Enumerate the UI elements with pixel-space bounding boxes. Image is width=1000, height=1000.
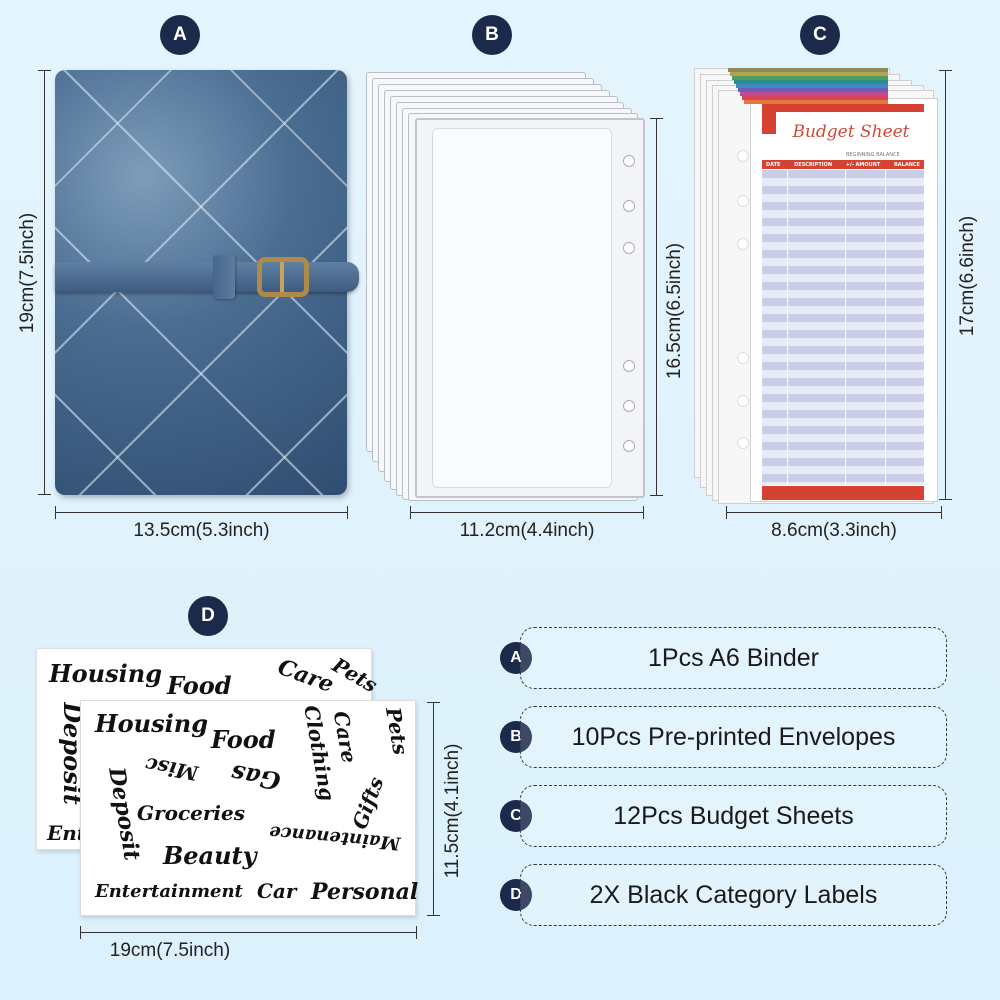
colored-tab-strip (740, 92, 888, 96)
colored-tab-strip (738, 88, 888, 92)
width-label-c: 8.6cm(3.3inch) (771, 520, 897, 541)
colored-tab-strip (732, 76, 888, 80)
budget-sheet-red-footer (762, 486, 924, 500)
label-word: Car (257, 879, 297, 903)
label-word: Maintenance (268, 821, 402, 854)
envelope-hole (623, 155, 635, 167)
label-word: Food (211, 725, 276, 754)
label-word: Food (167, 671, 232, 700)
envelope-hole (623, 200, 635, 212)
budget-sheet-column-header: DATE DESCRIPTION +/- AMOUNT BALANCE (762, 160, 924, 169)
label-word: Beauty (163, 841, 257, 870)
binder-buckle-pin (280, 262, 284, 292)
width-dimension-line-d (80, 926, 417, 939)
height-dimension-line-d (427, 702, 440, 916)
budget-sheet-column-divider (885, 170, 886, 485)
item-row-d: D 2X Black Category Labels (500, 864, 947, 926)
label-word: Personal (311, 879, 419, 905)
colored-tab-strip (728, 68, 888, 72)
item-text-b: 10Pcs Pre-printed Envelopes (520, 706, 947, 768)
sheet-hole (737, 352, 749, 364)
width-label-a: 13.5cm(5.3inch) (133, 520, 270, 541)
badge-d: D (188, 596, 228, 636)
budget-sheet-column-divider (845, 170, 846, 485)
label-word: Gas (228, 758, 283, 797)
height-dimension-line-c (939, 70, 952, 500)
width-label-b: 11.2cm(4.4inch) (459, 520, 595, 541)
beginning-balance-label: BEGINNING BALANCE (846, 152, 900, 158)
height-dimension-line-b (650, 118, 663, 496)
label-word: Gifts (347, 773, 389, 833)
badge-a: A (160, 15, 200, 55)
item-text-a: 1Pcs A6 Binder (520, 627, 947, 689)
height-label-c: 17cm(6.6inch) (957, 215, 978, 337)
envelope-clear-window (432, 128, 612, 488)
budget-sheet-title: Budget Sheet (792, 122, 910, 142)
envelope-hole (623, 440, 635, 452)
item-text-c: 12Pcs Budget Sheets (520, 785, 947, 847)
item-badge-c: C (500, 800, 532, 832)
colored-tab-strip (734, 80, 888, 84)
label-word: Pets (328, 652, 382, 698)
sheet-hole (737, 395, 749, 407)
sheet-hole (737, 437, 749, 449)
height-label-a: 19cm(7.5inch) (17, 212, 38, 334)
label-word: Ent (47, 821, 87, 845)
item-badge-a: A (500, 642, 532, 674)
label-word: Housing (49, 659, 162, 688)
colored-tab-strip (744, 100, 888, 104)
height-label-b: 16.5cm(6.5inch) (664, 242, 685, 380)
label-word: Misc (143, 752, 200, 786)
binder-strap-loop (213, 255, 235, 299)
width-dimension-line-c (726, 506, 942, 519)
column-amount: +/- AMOUNT (845, 161, 881, 168)
budget-sheet-rows (762, 170, 924, 485)
badge-c: C (800, 15, 840, 55)
item-row-a: A 1Pcs A6 Binder (500, 627, 947, 689)
height-dimension-line-a (38, 70, 51, 495)
column-description: DESCRIPTION (794, 161, 833, 168)
label-word: Entertainment (95, 881, 243, 902)
budget-sheet-column-divider (787, 170, 788, 485)
width-dimension-line-a (55, 506, 348, 519)
column-balance: BALANCE (893, 161, 920, 168)
sheet-hole (737, 238, 749, 250)
item-text-d: 2X Black Category Labels (520, 864, 947, 926)
envelope-hole (623, 400, 635, 412)
colored-tab-strip (730, 72, 888, 76)
label-word: Care (274, 653, 338, 699)
height-label-d: 11.5cm(4.1inch) (442, 743, 463, 879)
badge-b: B (472, 15, 512, 55)
sheet-hole (737, 195, 749, 207)
width-dimension-line-b (410, 506, 644, 519)
label-word: Care (328, 709, 362, 765)
column-date: DATE (766, 161, 781, 168)
width-label-d: 19cm(7.5inch) (109, 940, 231, 961)
label-word: Pets (380, 705, 413, 757)
binder-strap (55, 262, 359, 292)
label-sheet-front: Housing Food Pets Clothing Care Misc Gas… (80, 700, 419, 916)
colored-tab-strip (742, 96, 888, 100)
label-word: Groceries (137, 801, 245, 825)
item-row-b: B 10Pcs Pre-printed Envelopes (500, 706, 947, 768)
item-row-c: C 12Pcs Budget Sheets (500, 785, 947, 847)
envelope-hole (623, 360, 635, 372)
envelope-hole (623, 242, 635, 254)
label-word: Housing (95, 709, 208, 738)
item-badge-b: B (500, 721, 532, 753)
budget-sheet-title-box (776, 112, 926, 154)
colored-tab-strip (736, 84, 888, 88)
item-badge-d: D (500, 879, 532, 911)
binder-buckle (257, 257, 309, 297)
sheet-hole (737, 150, 749, 162)
